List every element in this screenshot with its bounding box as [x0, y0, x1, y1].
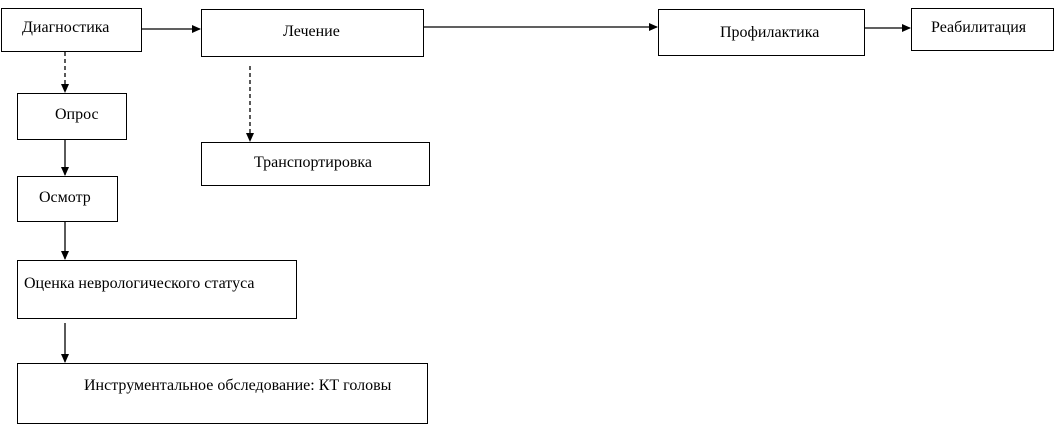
- node-neuro-status: Оценка неврологического статуса: [17, 260, 297, 319]
- node-survey-label: Опрос: [55, 106, 99, 123]
- node-examination-label: Осмотр: [39, 189, 91, 206]
- node-survey: Опрос: [17, 93, 127, 140]
- node-rehabilitation: Реабилитация: [911, 8, 1054, 51]
- node-treatment: Лечение: [201, 9, 424, 57]
- node-diagnostics-label: Диагностика: [22, 19, 110, 36]
- node-transport-label: Транспортировка: [254, 154, 373, 171]
- node-rehabilitation-label: Реабилитация: [931, 19, 1027, 36]
- node-prevention-label: Профилактика: [720, 24, 820, 41]
- node-diagnostics: Диагностика: [1, 8, 142, 52]
- node-treatment-label: Лечение: [283, 23, 340, 40]
- node-instrumental: Инструментальное обследование: КТ головы: [17, 363, 428, 424]
- node-instrumental-label: Инструментальное обследование: КТ головы: [84, 377, 392, 394]
- node-examination: Осмотр: [17, 176, 118, 222]
- node-neuro-status-label: Оценка неврологического статуса: [24, 275, 255, 292]
- node-prevention: Профилактика: [658, 9, 865, 56]
- node-transport: Транспортировка: [201, 142, 430, 186]
